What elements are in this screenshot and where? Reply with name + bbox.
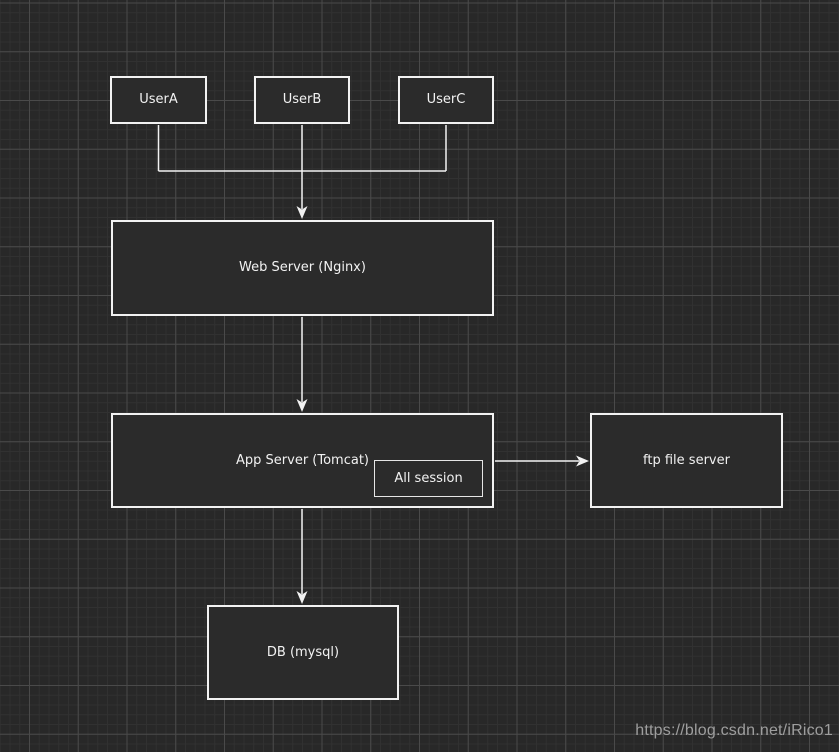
node-ftp-server[interactable]: ftp file server (590, 413, 783, 508)
node-db[interactable]: DB (mysql) (207, 605, 399, 700)
node-usera-label: UserA (139, 92, 178, 108)
edge-app-ftp[interactable] (495, 455, 589, 467)
edge-web-app[interactable] (296, 317, 308, 412)
node-userc[interactable]: UserC (398, 76, 494, 124)
watermark: https://blog.csdn.net/iRico1 (635, 722, 833, 739)
node-userb[interactable]: UserB (254, 76, 350, 124)
node-userc-label: UserC (426, 92, 466, 108)
edge-app-db[interactable] (296, 509, 308, 604)
node-ftp-server-label: ftp file server (643, 452, 730, 468)
node-usera[interactable]: UserA (110, 76, 207, 124)
node-all-session[interactable]: All session (374, 460, 483, 497)
node-all-session-label: All session (394, 470, 463, 486)
edge-userb-web[interactable] (296, 125, 308, 219)
node-web-server-label: Web Server (Nginx) (239, 260, 366, 276)
node-web-server[interactable]: Web Server (Nginx) (111, 220, 494, 316)
node-app-server-label: App Server (Tomcat) (236, 452, 369, 468)
node-db-label: DB (mysql) (266, 644, 340, 660)
node-userb-label: UserB (282, 92, 322, 108)
